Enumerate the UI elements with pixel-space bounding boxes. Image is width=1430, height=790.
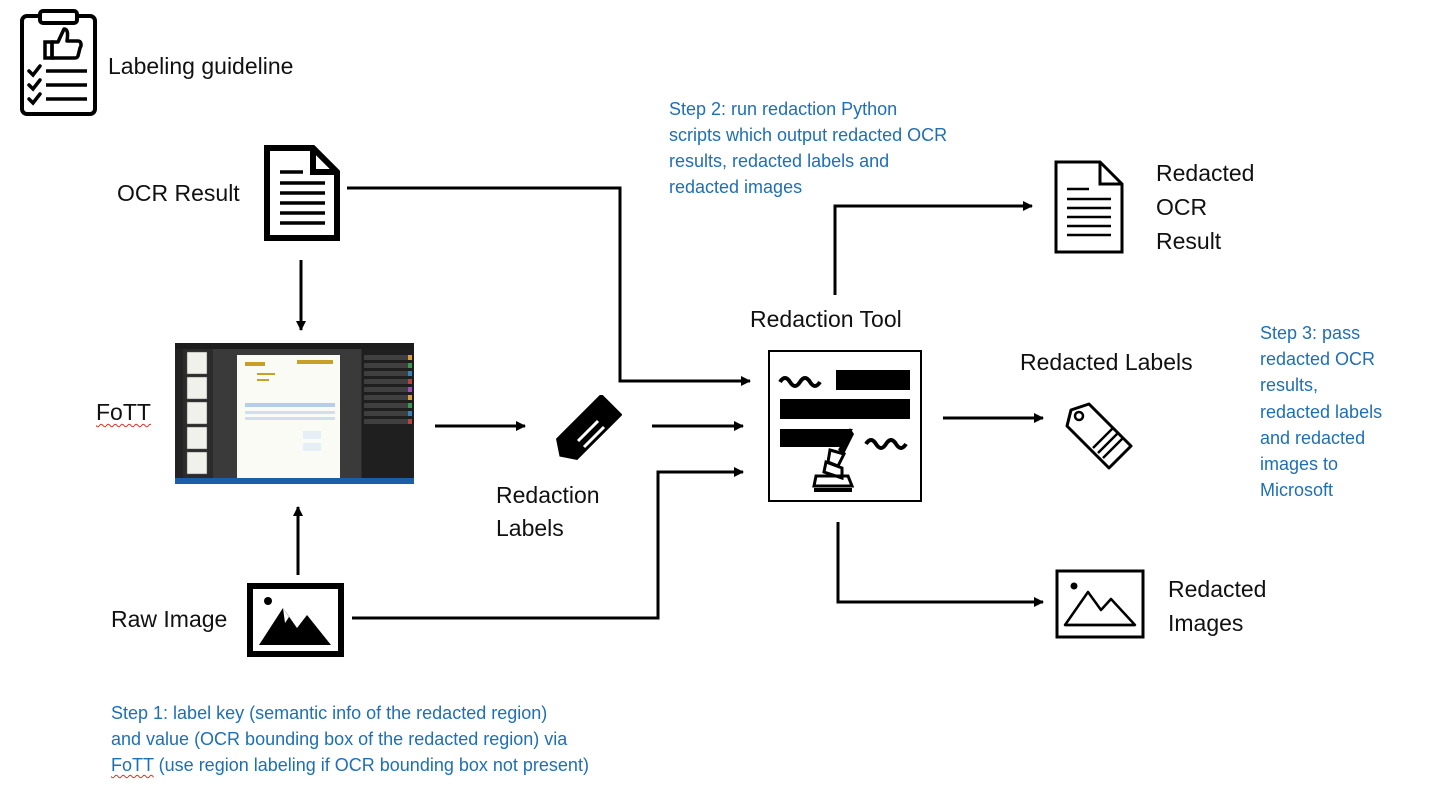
redacted-labels-label: Redacted Labels xyxy=(1020,349,1193,375)
step3-line7: Microsoft xyxy=(1260,480,1334,500)
document-icon xyxy=(264,145,340,241)
arrow-ocr-to-tool xyxy=(347,186,751,386)
step2-line2: scripts which output redacted OCR xyxy=(669,125,948,145)
step2-line1: Step 2: run redaction Python xyxy=(669,99,898,119)
image-icon xyxy=(247,583,344,657)
tag-icon xyxy=(556,395,622,460)
redacted-ocr-line3: Result xyxy=(1156,228,1222,254)
clipboard-thumbs-up-icon xyxy=(20,9,97,116)
raw-image-label: Raw Image xyxy=(111,606,228,632)
arrow-tool-to-images xyxy=(836,522,1044,607)
step3-line2: redacted OCR xyxy=(1260,349,1376,369)
step2-line4: redacted images xyxy=(669,177,803,197)
redaction-tool-icon xyxy=(768,350,922,502)
redacted-ocr-line1: Redacted xyxy=(1156,160,1255,186)
step3-line3: results, xyxy=(1260,375,1319,395)
step3-line1: Step 3: pass xyxy=(1260,323,1361,343)
output-tag-icon xyxy=(1065,402,1133,470)
step1-line3: FoTT (use region labeling if OCR boundin… xyxy=(111,752,589,778)
redacted-ocr-line2: OCR xyxy=(1156,194,1208,220)
step2-line3: results, redacted labels and xyxy=(669,151,890,171)
redacted-images-line2: Images xyxy=(1168,610,1244,636)
step1-line2: and value (OCR bounding box of the redac… xyxy=(111,729,568,749)
step1-fott-word: FoTT xyxy=(111,755,154,775)
redacted-images-line1: Redacted xyxy=(1168,576,1267,602)
redaction-tool-label: Redaction Tool xyxy=(750,306,902,332)
output-image-icon xyxy=(1055,569,1145,639)
step1-line3-rest: (use region labeling if OCR bounding box… xyxy=(153,755,589,775)
ocr-result-label: OCR Result xyxy=(117,180,240,206)
redaction-labels-line2: Labels xyxy=(496,515,564,541)
redaction-labels-line1: Redaction xyxy=(496,482,600,508)
step3-line5: and redacted xyxy=(1260,428,1366,448)
guideline-label: Labeling guideline xyxy=(108,53,294,79)
fott-label: FoTT xyxy=(96,399,151,425)
arrow-rawimage-to-tool xyxy=(352,467,744,620)
step3-line6: images to xyxy=(1260,454,1339,474)
step3-line4: redacted labels xyxy=(1260,402,1383,422)
step1-line1: Step 1: label key (semantic info of the … xyxy=(111,703,548,723)
arrow-tool-to-ocr xyxy=(833,201,1033,295)
fott-screenshot-icon xyxy=(175,343,414,484)
output-document-icon xyxy=(1054,160,1124,254)
